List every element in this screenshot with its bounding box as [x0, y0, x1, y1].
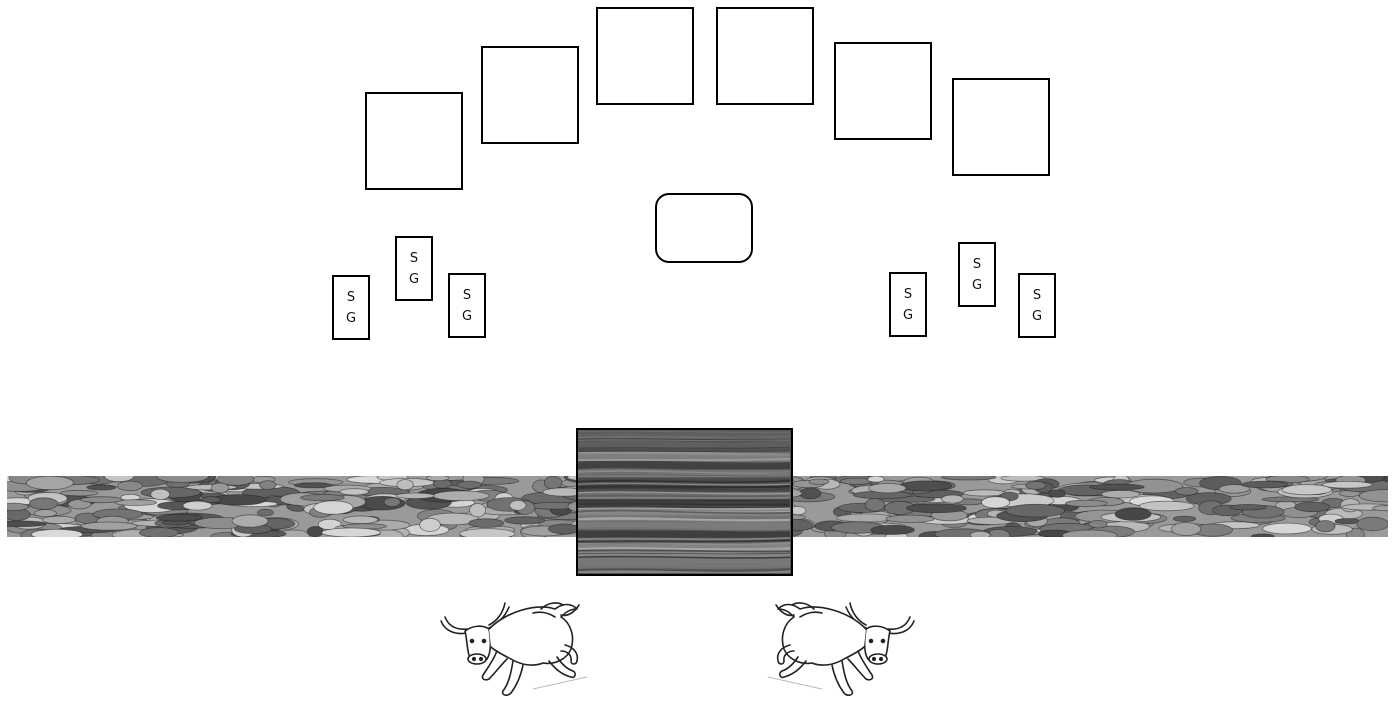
wood-plank-texture — [576, 428, 793, 576]
bull-icon — [437, 595, 592, 702]
seat-box-1 — [365, 92, 463, 190]
seat-box-5 — [834, 42, 932, 140]
sg-card: S G — [448, 273, 486, 338]
seat-box-6 — [952, 78, 1050, 176]
bull-icon — [763, 595, 918, 702]
seat-box-4 — [716, 7, 814, 105]
seat-box-2 — [481, 46, 579, 144]
sg-card-bottom-letter: G — [1032, 306, 1042, 327]
sg-card-bottom-letter: G — [462, 306, 472, 327]
sg-card: S G — [889, 272, 927, 337]
sg-card-top-letter: S — [1033, 285, 1041, 306]
sg-card-top-letter: S — [973, 254, 981, 275]
seat-box-3 — [596, 7, 694, 105]
sg-card: S G — [395, 236, 433, 301]
sg-card-top-letter: S — [410, 248, 418, 269]
center-box — [655, 193, 753, 263]
sg-card: S G — [1018, 273, 1056, 338]
sg-card: S G — [332, 275, 370, 340]
sg-card-bottom-letter: G — [346, 308, 356, 329]
sg-card-bottom-letter: G — [409, 269, 419, 290]
sg-card-bottom-letter: G — [972, 275, 982, 296]
sg-card-top-letter: S — [904, 284, 912, 305]
sg-card-bottom-letter: G — [903, 305, 913, 326]
sg-card-top-letter: S — [347, 287, 355, 308]
sg-card-top-letter: S — [463, 285, 471, 306]
sg-card: S G — [958, 242, 996, 307]
